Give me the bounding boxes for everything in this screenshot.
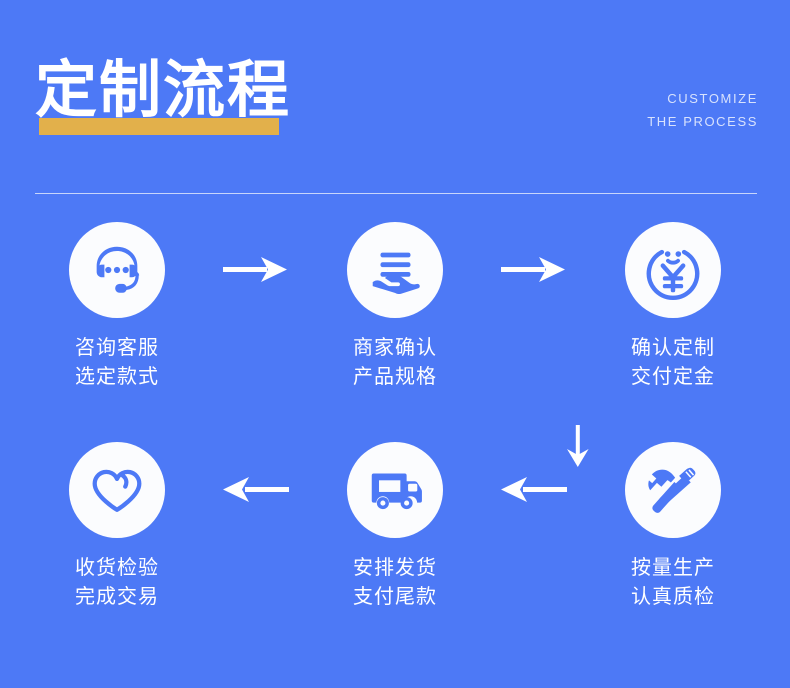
- flow-step-label: 收货检验 完成交易: [75, 554, 159, 612]
- arrow-right-icon: [223, 257, 287, 282]
- flow-row-top: 咨询客服 选定款式 商家确认 产品规格: [0, 222, 790, 442]
- page-header: 定制流程 CUSTOMIZE THE PROCESS: [0, 0, 790, 200]
- flow-connector: [490, 222, 578, 318]
- flow-step-label-line-1: 按量生产: [631, 557, 715, 579]
- hammer-screwdriver-icon: [648, 467, 696, 513]
- flow-step-label: 确认定制 交付定金: [631, 334, 715, 392]
- arrow-left-icon: [223, 477, 289, 502]
- flow-step-label-line-1: 安排发货: [353, 557, 437, 579]
- flow-step-receive-inspect[interactable]: 收货检验 完成交易: [22, 442, 212, 612]
- flow-step-label-line-1: 咨询客服: [75, 337, 159, 359]
- icon-circle: [625, 442, 721, 538]
- flow-step-arrange-shipping[interactable]: 安排发货 支付尾款: [300, 442, 490, 612]
- arrow-right-icon: [501, 257, 565, 282]
- title-underline-bar: [39, 118, 279, 135]
- header-english-caption: CUSTOMIZE THE PROCESS: [647, 88, 758, 134]
- flow-step-label: 安排发货 支付尾款: [353, 554, 437, 612]
- flow-step-label-line-2: 交付定金: [631, 366, 715, 388]
- flow-step-label: 咨询客服 选定款式: [75, 334, 159, 392]
- process-flow: 咨询客服 选定款式 商家确认 产品规格: [0, 222, 790, 662]
- flow-connector: [212, 222, 300, 318]
- header-divider: [35, 193, 757, 194]
- arrow-left-icon: [501, 477, 567, 502]
- page-title: 定制流程: [35, 56, 292, 125]
- flow-step-label-line-1: 确认定制: [631, 337, 715, 359]
- flow-step-confirm-deposit[interactable]: 确认定制 交付定金: [578, 222, 768, 392]
- icon-circle: [625, 222, 721, 318]
- flow-step-label: 按量生产 认真质检: [631, 554, 715, 612]
- flow-step-consult-service[interactable]: 咨询客服 选定款式: [22, 222, 212, 392]
- flow-connector: [490, 442, 578, 538]
- flow-step-label-line-2: 产品规格: [353, 366, 437, 388]
- yuan-coin-smile-icon: [646, 249, 700, 301]
- icon-circle: [69, 222, 165, 318]
- icon-circle: [69, 442, 165, 538]
- flow-step-label-line-2: 认真质检: [631, 586, 715, 608]
- delivery-truck-icon: [371, 473, 422, 510]
- flow-step-confirm-spec[interactable]: 商家确认 产品规格: [300, 222, 490, 392]
- flow-step-label: 商家确认 产品规格: [353, 334, 437, 392]
- title-block: 定制流程: [35, 56, 292, 135]
- icon-circle: [347, 442, 443, 538]
- header-english-line-2: THE PROCESS: [647, 113, 758, 129]
- icon-circle: [347, 222, 443, 318]
- flow-step-label-line-2: 选定款式: [75, 366, 159, 388]
- flow-row-bottom: 收货检验 完成交易: [0, 442, 790, 662]
- hand-document-icon: [372, 252, 420, 295]
- flow-step-label-line-2: 支付尾款: [353, 586, 437, 608]
- flow-step-produce-inspect[interactable]: 按量生产 认真质检: [578, 442, 768, 612]
- flow-step-label-line-1: 收货检验: [75, 557, 159, 579]
- header-english-line-1: CUSTOMIZE: [667, 91, 758, 106]
- headset-support-icon: [96, 246, 140, 293]
- heart-icon: [92, 469, 142, 512]
- flow-connector: [212, 442, 300, 538]
- flow-step-label-line-1: 商家确认: [353, 337, 437, 359]
- flow-step-label-line-2: 完成交易: [75, 586, 159, 608]
